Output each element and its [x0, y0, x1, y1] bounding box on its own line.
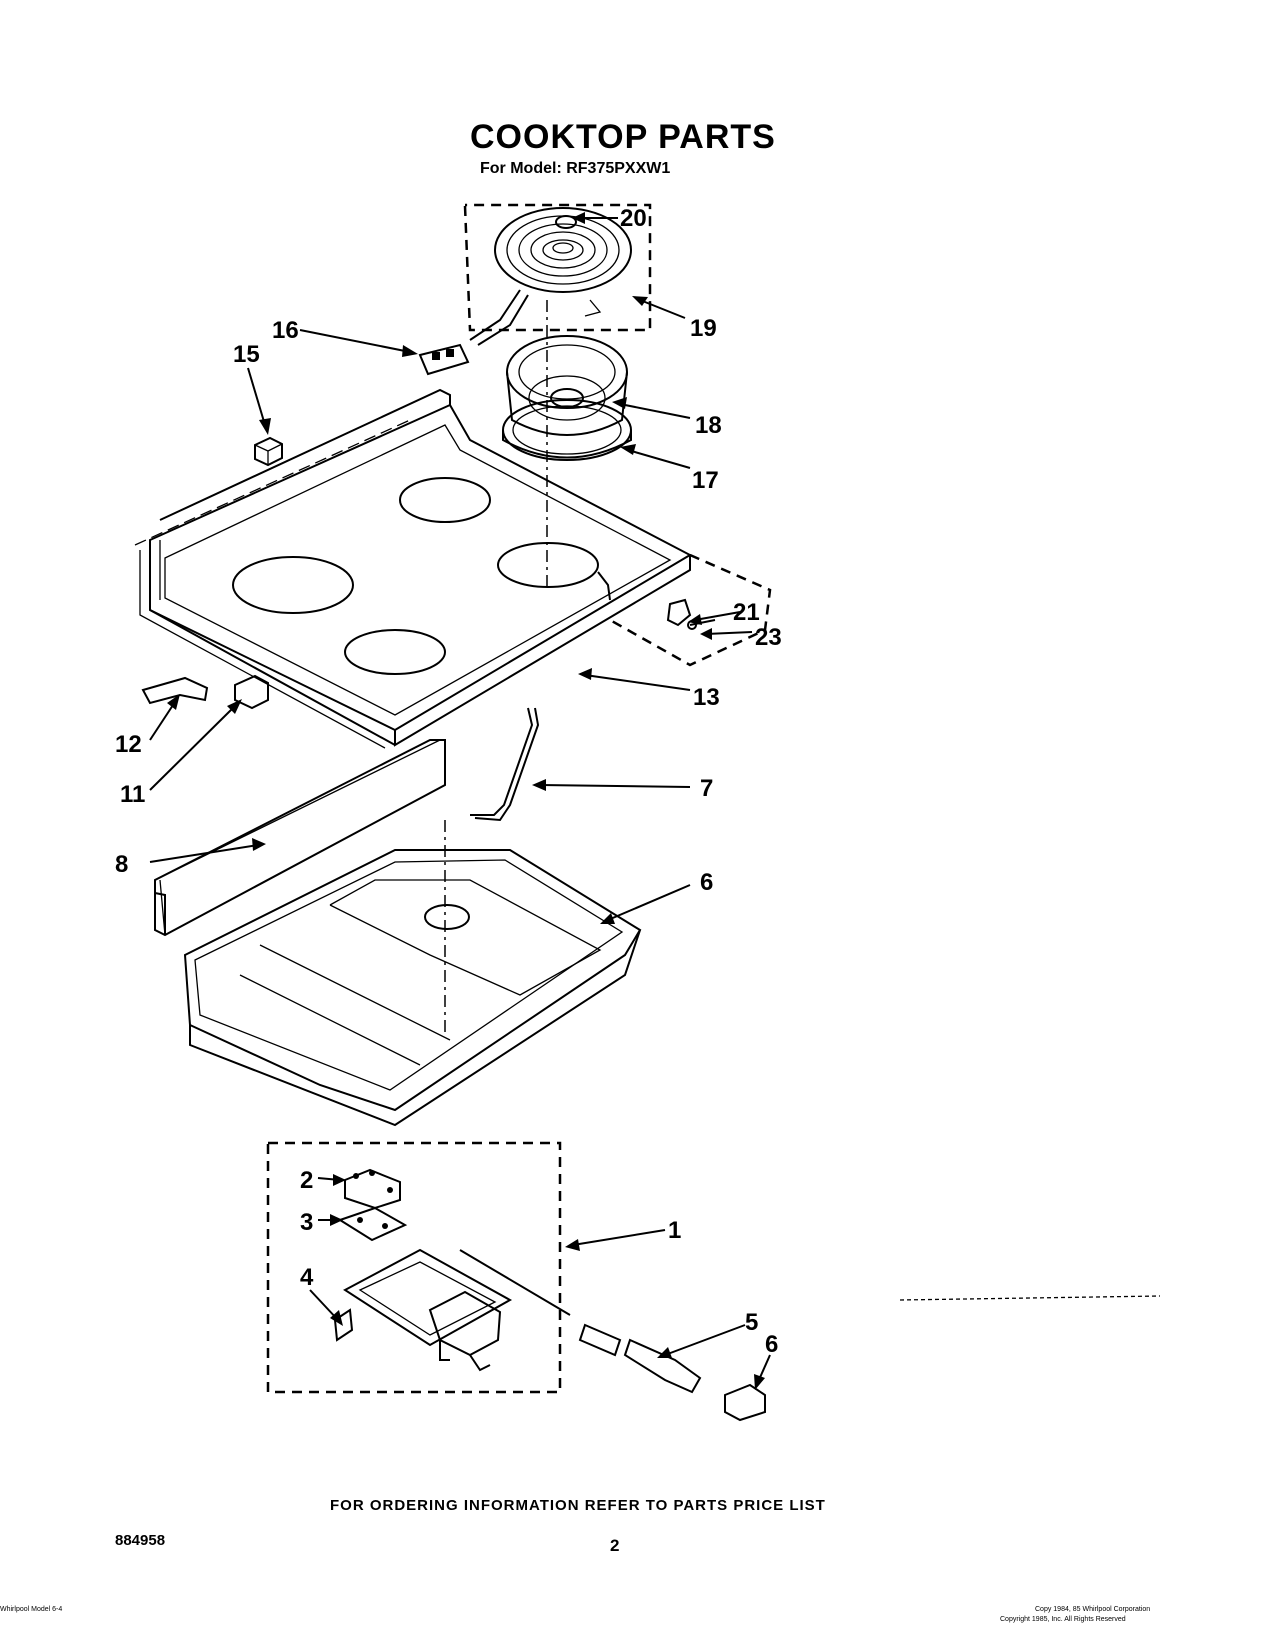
support-rod-part-9	[470, 707, 540, 822]
clip-part-15	[254, 436, 283, 467]
switch-base	[343, 1248, 513, 1372]
hinge-part-21	[666, 598, 692, 627]
trim-ring	[502, 399, 632, 461]
connector-part-6	[724, 1383, 766, 1422]
callout-4: 4	[300, 1264, 314, 1291]
element-center-cap	[555, 215, 577, 229]
switch-assembly-box	[266, 1141, 562, 1394]
callout-13: 13	[693, 684, 720, 711]
callout-5: 5	[745, 1309, 758, 1336]
bottom-left-note: Whirlpool Model 6-4	[0, 1606, 63, 1613]
spacer-part-11	[234, 674, 269, 710]
callout-19: 19	[690, 315, 717, 342]
callout-15: 15	[233, 341, 260, 368]
bracket-part-12	[141, 676, 209, 705]
callout-2: 2	[300, 1167, 313, 1194]
callout-12: 12	[115, 731, 142, 758]
callout-8: 8	[115, 851, 128, 878]
drip-bowl	[506, 335, 628, 436]
terminal-block	[418, 343, 470, 376]
front-rail-part-8	[154, 739, 446, 937]
callout-3: 3	[300, 1209, 313, 1236]
callout-6: 6	[765, 1331, 778, 1358]
cooktop-main-top	[134, 388, 693, 749]
copyright-line-1: Copy 1984, 85 Whirlpool Corporation	[1035, 1606, 1151, 1613]
leader-arrows	[149, 212, 771, 1390]
callout-9: 7	[700, 775, 713, 802]
callout-16: 16	[272, 317, 299, 344]
page-title: COOKTOP PARTS	[470, 118, 776, 156]
ordering-note: FOR ORDERING INFORMATION REFER TO PARTS …	[330, 1497, 826, 1514]
switch-part-2	[344, 1168, 401, 1210]
document-number: 884958	[115, 1532, 166, 1549]
callout-17: 17	[692, 467, 719, 494]
callout-20: 20	[620, 205, 647, 232]
callout-18: 18	[695, 412, 722, 439]
copyright-line-2: Copyright 1985, Inc. All Rights Reserved	[1000, 1616, 1126, 1623]
model-subtitle: For Model: RF375PXXW1	[480, 160, 671, 177]
callout-1: 1	[668, 1217, 681, 1244]
insulator-part-3	[337, 1206, 408, 1242]
callout-21: 21	[733, 599, 760, 626]
clip-part-4	[333, 1308, 354, 1342]
surface-element	[469, 207, 632, 346]
wire-harness-part-5	[459, 1249, 702, 1394]
callout-11: 11	[120, 781, 145, 808]
page-number: 2	[610, 1536, 620, 1555]
callout-23: 23	[755, 624, 782, 651]
burner-box-part-7	[183, 849, 642, 1127]
callout-7: 6	[700, 869, 713, 896]
